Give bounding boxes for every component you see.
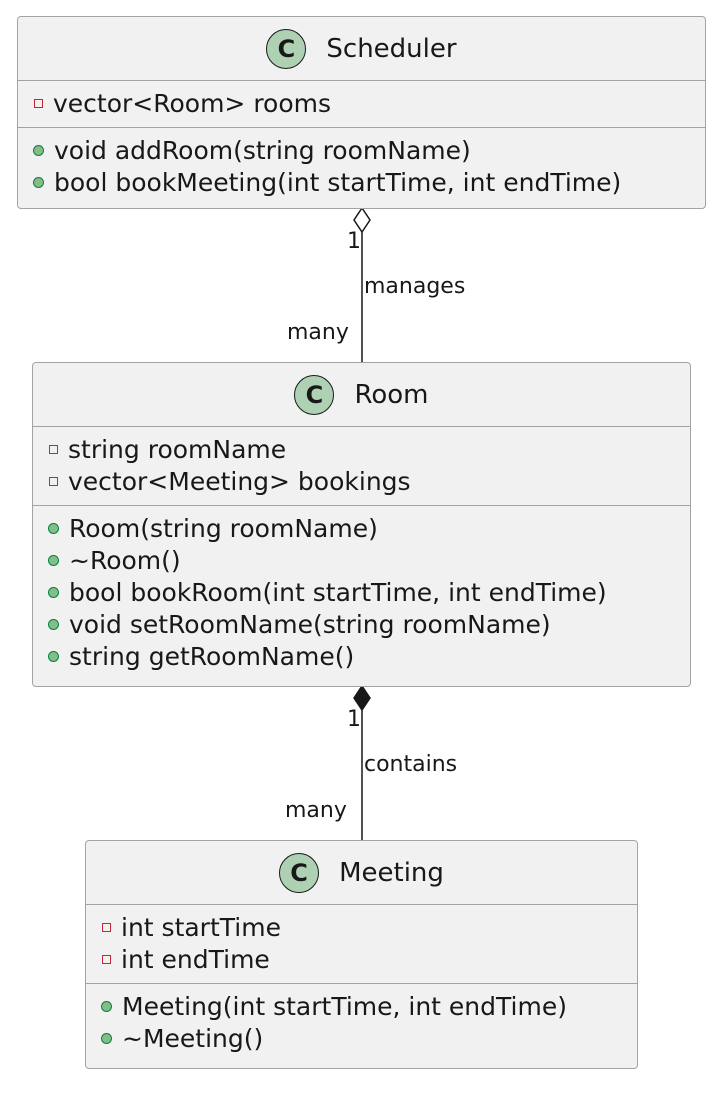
attribute-row: int startTime [86, 911, 637, 943]
class-room-name: Room [354, 379, 429, 410]
class-scheduler-methods: void addRoom(string roomName) bool bookM… [18, 128, 705, 206]
manages-source-multiplicity: 1 [347, 229, 361, 254]
class-icon: C [266, 28, 307, 69]
class-icon: C [294, 374, 335, 415]
attribute-row: string roomName [33, 433, 690, 465]
private-visibility-icon [49, 444, 58, 454]
method-text: void setRoomName(string roomName) [69, 609, 551, 639]
method-row: ~Meeting() [86, 1022, 637, 1054]
attribute-text: vector<Room> rooms [53, 88, 332, 118]
method-row: ~Room() [33, 544, 690, 576]
public-visibility-icon [48, 522, 59, 534]
public-visibility-icon [33, 144, 44, 156]
attribute-text: int endTime [121, 944, 270, 974]
method-text: Meeting(int startTime, int endTime) [122, 991, 567, 1021]
method-row: Meeting(int startTime, int endTime) [86, 990, 637, 1022]
public-visibility-icon [48, 618, 59, 630]
class-room-attributes: string roomName vector<Meeting> bookings [33, 427, 690, 506]
class-meeting-name: Meeting [339, 857, 444, 888]
class-room[interactable]: C Room string roomName vector<Meeting> b… [32, 362, 691, 687]
manages-relation-label: manages [364, 274, 466, 299]
private-visibility-icon [49, 476, 58, 486]
method-text: bool bookMeeting(int startTime, int endT… [54, 167, 622, 197]
attribute-row: vector<Meeting> bookings [33, 465, 690, 497]
class-scheduler-name: Scheduler [326, 33, 457, 64]
private-visibility-icon [102, 922, 111, 932]
attribute-text: string roomName [68, 434, 287, 464]
public-visibility-icon [33, 176, 44, 188]
class-meeting-attributes: int startTime int endTime [86, 905, 637, 984]
class-scheduler-header: C Scheduler [18, 17, 705, 81]
method-text: Room(string roomName) [69, 513, 378, 543]
manages-target-multiplicity: many [287, 320, 349, 345]
method-text: bool bookRoom(int startTime, int endTime… [69, 577, 607, 607]
class-room-header: C Room [33, 363, 690, 427]
contains-target-multiplicity: many [285, 798, 347, 823]
method-text: void addRoom(string roomName) [54, 135, 471, 165]
private-visibility-icon [102, 954, 111, 964]
attribute-row: vector<Room> rooms [18, 87, 705, 119]
public-visibility-icon [101, 1000, 112, 1012]
public-visibility-icon [101, 1032, 112, 1044]
method-row: bool bookRoom(int startTime, int endTime… [33, 576, 690, 608]
attribute-text: int startTime [121, 912, 281, 942]
class-meeting-header: C Meeting [86, 841, 637, 905]
method-text: string getRoomName() [69, 641, 355, 671]
class-room-methods: Room(string roomName) ~Room() bool bookR… [33, 506, 690, 680]
public-visibility-icon [48, 650, 59, 662]
class-icon: C [279, 852, 320, 893]
method-row: void setRoomName(string roomName) [33, 608, 690, 640]
private-visibility-icon [34, 98, 43, 108]
attribute-text: vector<Meeting> bookings [68, 466, 411, 496]
attribute-row: int endTime [86, 943, 637, 975]
public-visibility-icon [48, 554, 59, 566]
class-scheduler[interactable]: C Scheduler vector<Room> rooms void addR… [17, 16, 706, 209]
method-row: void addRoom(string roomName) [18, 134, 705, 166]
public-visibility-icon [48, 586, 59, 598]
contains-source-multiplicity: 1 [347, 707, 361, 732]
class-scheduler-attributes: vector<Room> rooms [18, 81, 705, 128]
class-meeting[interactable]: C Meeting int startTime int endTime Meet… [85, 840, 638, 1069]
method-row: Room(string roomName) [33, 512, 690, 544]
method-text: ~Room() [69, 545, 181, 575]
class-meeting-methods: Meeting(int startTime, int endTime) ~Mee… [86, 984, 637, 1062]
method-row: string getRoomName() [33, 640, 690, 672]
aggregation-diamond-icon [353, 206, 371, 234]
contains-relation-label: contains [364, 752, 458, 777]
method-text: ~Meeting() [122, 1023, 264, 1053]
composition-diamond-icon [353, 684, 371, 712]
method-row: bool bookMeeting(int startTime, int endT… [18, 166, 705, 198]
